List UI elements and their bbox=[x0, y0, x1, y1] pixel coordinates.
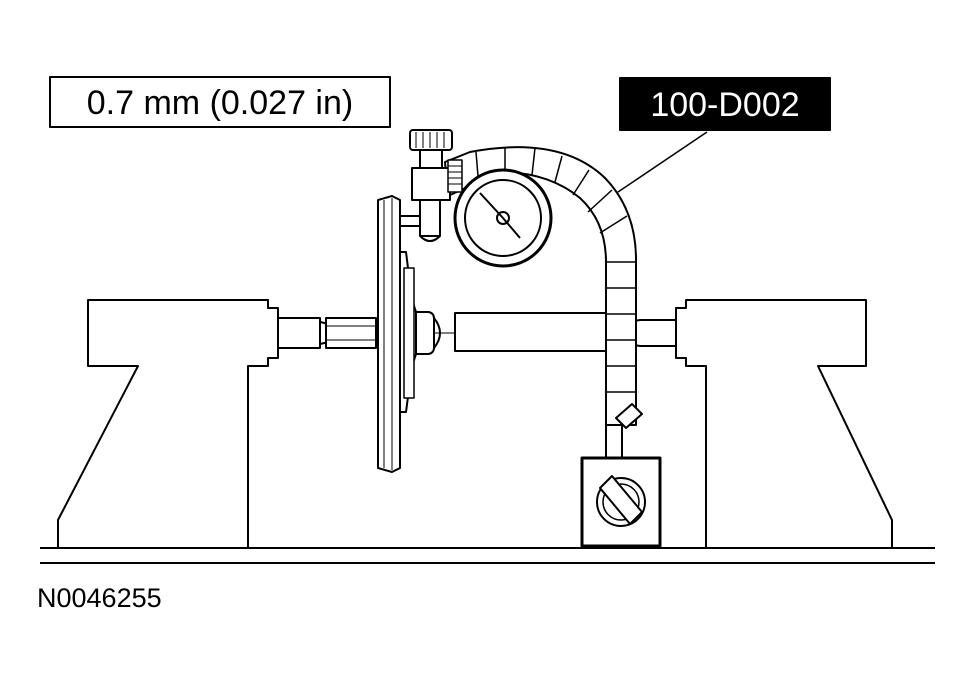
dial-plunger bbox=[400, 199, 441, 242]
figure-id: N0046255 bbox=[37, 583, 162, 613]
measurement-label: 0.7 mm (0.027 in) bbox=[87, 84, 353, 122]
right-support-block bbox=[675, 299, 893, 549]
tool-callout: 100-D002 bbox=[617, 77, 831, 193]
arm-lock-knob bbox=[615, 403, 643, 429]
measurement-callout: 0.7 mm (0.027 in) bbox=[49, 76, 391, 128]
left-support-block bbox=[57, 299, 279, 549]
dial-indicator bbox=[453, 168, 553, 268]
flexible-arm bbox=[444, 146, 637, 426]
pulley-disc bbox=[377, 195, 401, 473]
shaft bbox=[325, 311, 629, 355]
tool-label: 100-D002 bbox=[650, 86, 799, 124]
leader-line bbox=[617, 131, 708, 193]
bench-base bbox=[40, 547, 935, 564]
magnetic-base bbox=[580, 456, 662, 548]
clamp-knob bbox=[409, 129, 463, 201]
